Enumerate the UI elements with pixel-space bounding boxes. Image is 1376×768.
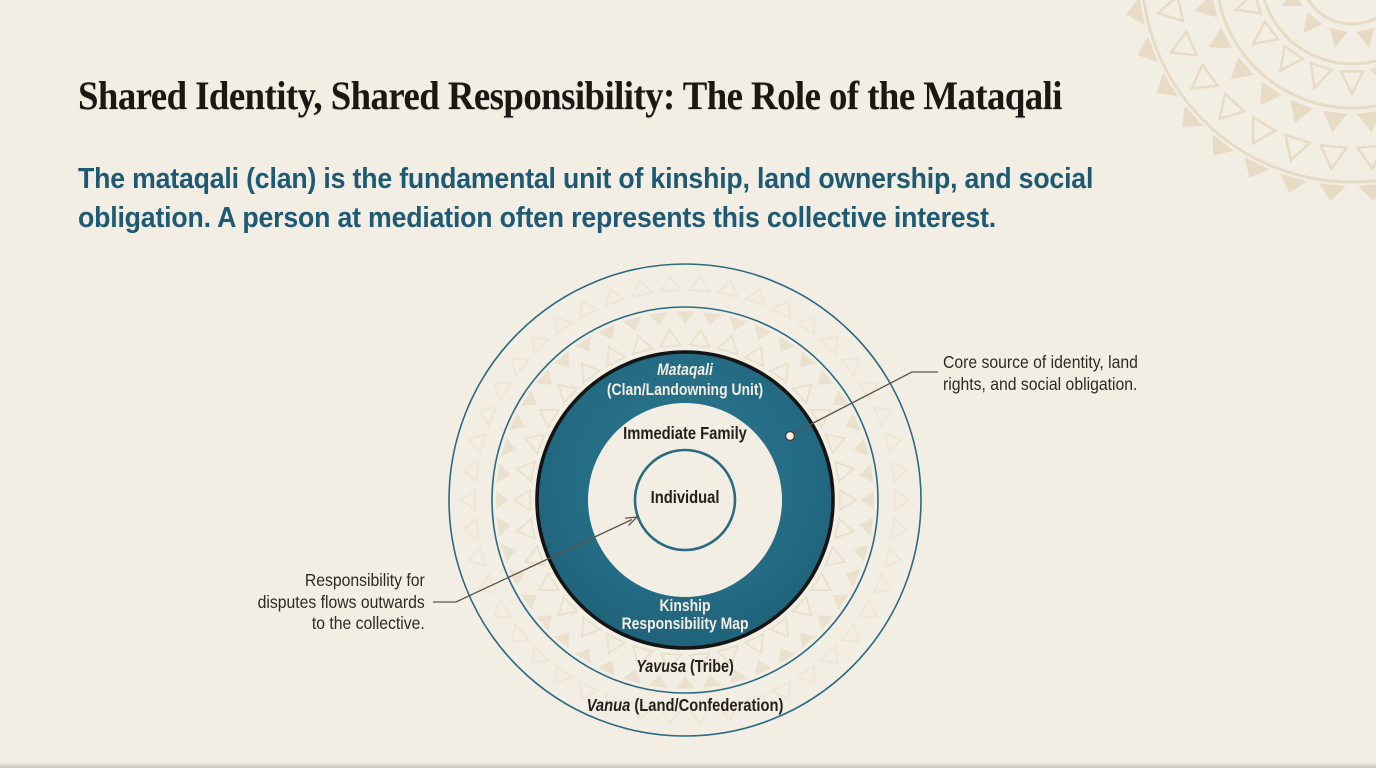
- vanua-name: Vanua: [587, 696, 631, 716]
- mataqali-sublabel: (Clan/Landowning Unit): [607, 381, 763, 400]
- immediate-family-label: Immediate Family: [623, 424, 747, 444]
- yavusa-label: Yavusa (Tribe): [636, 658, 734, 677]
- vanua-circle: [448, 263, 922, 737]
- individual-circle: [633, 448, 737, 552]
- annotation-line: to the collective.: [312, 613, 425, 633]
- leader-line-core-source: [784, 371, 938, 442]
- yavusa-name: Yavusa: [636, 658, 686, 677]
- individual-label: Individual: [651, 488, 720, 508]
- diagram-caption-line2: Responsibility Map: [622, 615, 749, 634]
- annotation-line: rights, and social obligation.: [943, 373, 1138, 394]
- bottom-edge-shade: [0, 762, 1376, 768]
- yavusa-desc: (Tribe): [686, 658, 734, 677]
- annotation-line: disputes flows outwards: [257, 591, 425, 612]
- slide-subtitle: The mataqali (clan) is the fundamental u…: [78, 163, 1094, 234]
- masi-ring-pattern-outer-icon: [459, 274, 911, 726]
- mataqali-label: Mataqali: [657, 361, 713, 380]
- annotation-line: Core source of identity, land: [943, 352, 1138, 372]
- diagram-caption-line1: Kinship: [659, 597, 710, 616]
- annotation-line: Responsibility for: [305, 570, 425, 590]
- yavusa-circle: [491, 306, 879, 694]
- annotation-core-source: Core source of identity, land rights, an…: [943, 352, 1138, 395]
- vanua-desc: (Land/Confederation): [630, 696, 783, 716]
- annotation-responsibility-flow: Responsibility for disputes flows outwar…: [258, 570, 425, 635]
- page-title: Shared Identity, Shared Responsibility: …: [78, 73, 1063, 118]
- leader-dot-icon: [784, 430, 796, 442]
- masi-corner-pattern-icon: [1125, 0, 1376, 201]
- arrowhead-icon: [624, 516, 639, 526]
- vanua-label: Vanua (Land/Confederation): [587, 696, 784, 716]
- leader-line-responsibility: [433, 516, 639, 603]
- masi-ring-pattern-icon: [496, 311, 874, 689]
